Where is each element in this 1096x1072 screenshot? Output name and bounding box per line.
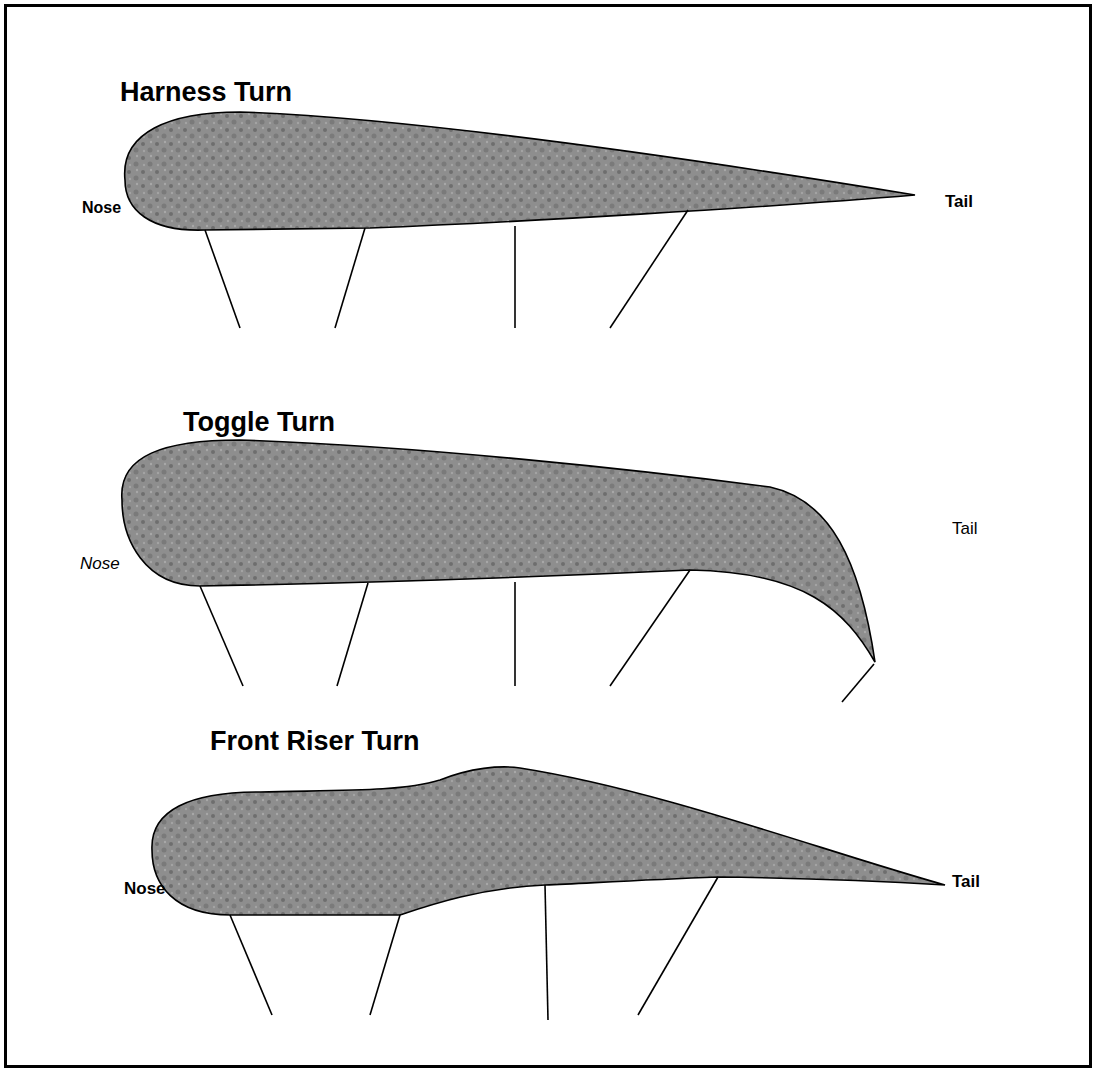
section-title: Harness Turn: [120, 78, 292, 108]
part-label: Nose: [82, 199, 121, 217]
airfoil-front-riser: [152, 767, 945, 915]
part-label: Tail: [945, 193, 973, 212]
part-label: Nose: [124, 880, 166, 899]
airfoil-harness: [125, 112, 915, 230]
section-title: Toggle Turn: [183, 408, 335, 438]
airfoil-toggle: [122, 440, 875, 662]
part-label: Nose: [80, 555, 120, 574]
part-label: Tail: [952, 873, 980, 892]
part-label: Tail: [952, 520, 978, 539]
suspension-lines: [200, 210, 874, 1020]
section-title: Front Riser Turn: [210, 727, 420, 757]
